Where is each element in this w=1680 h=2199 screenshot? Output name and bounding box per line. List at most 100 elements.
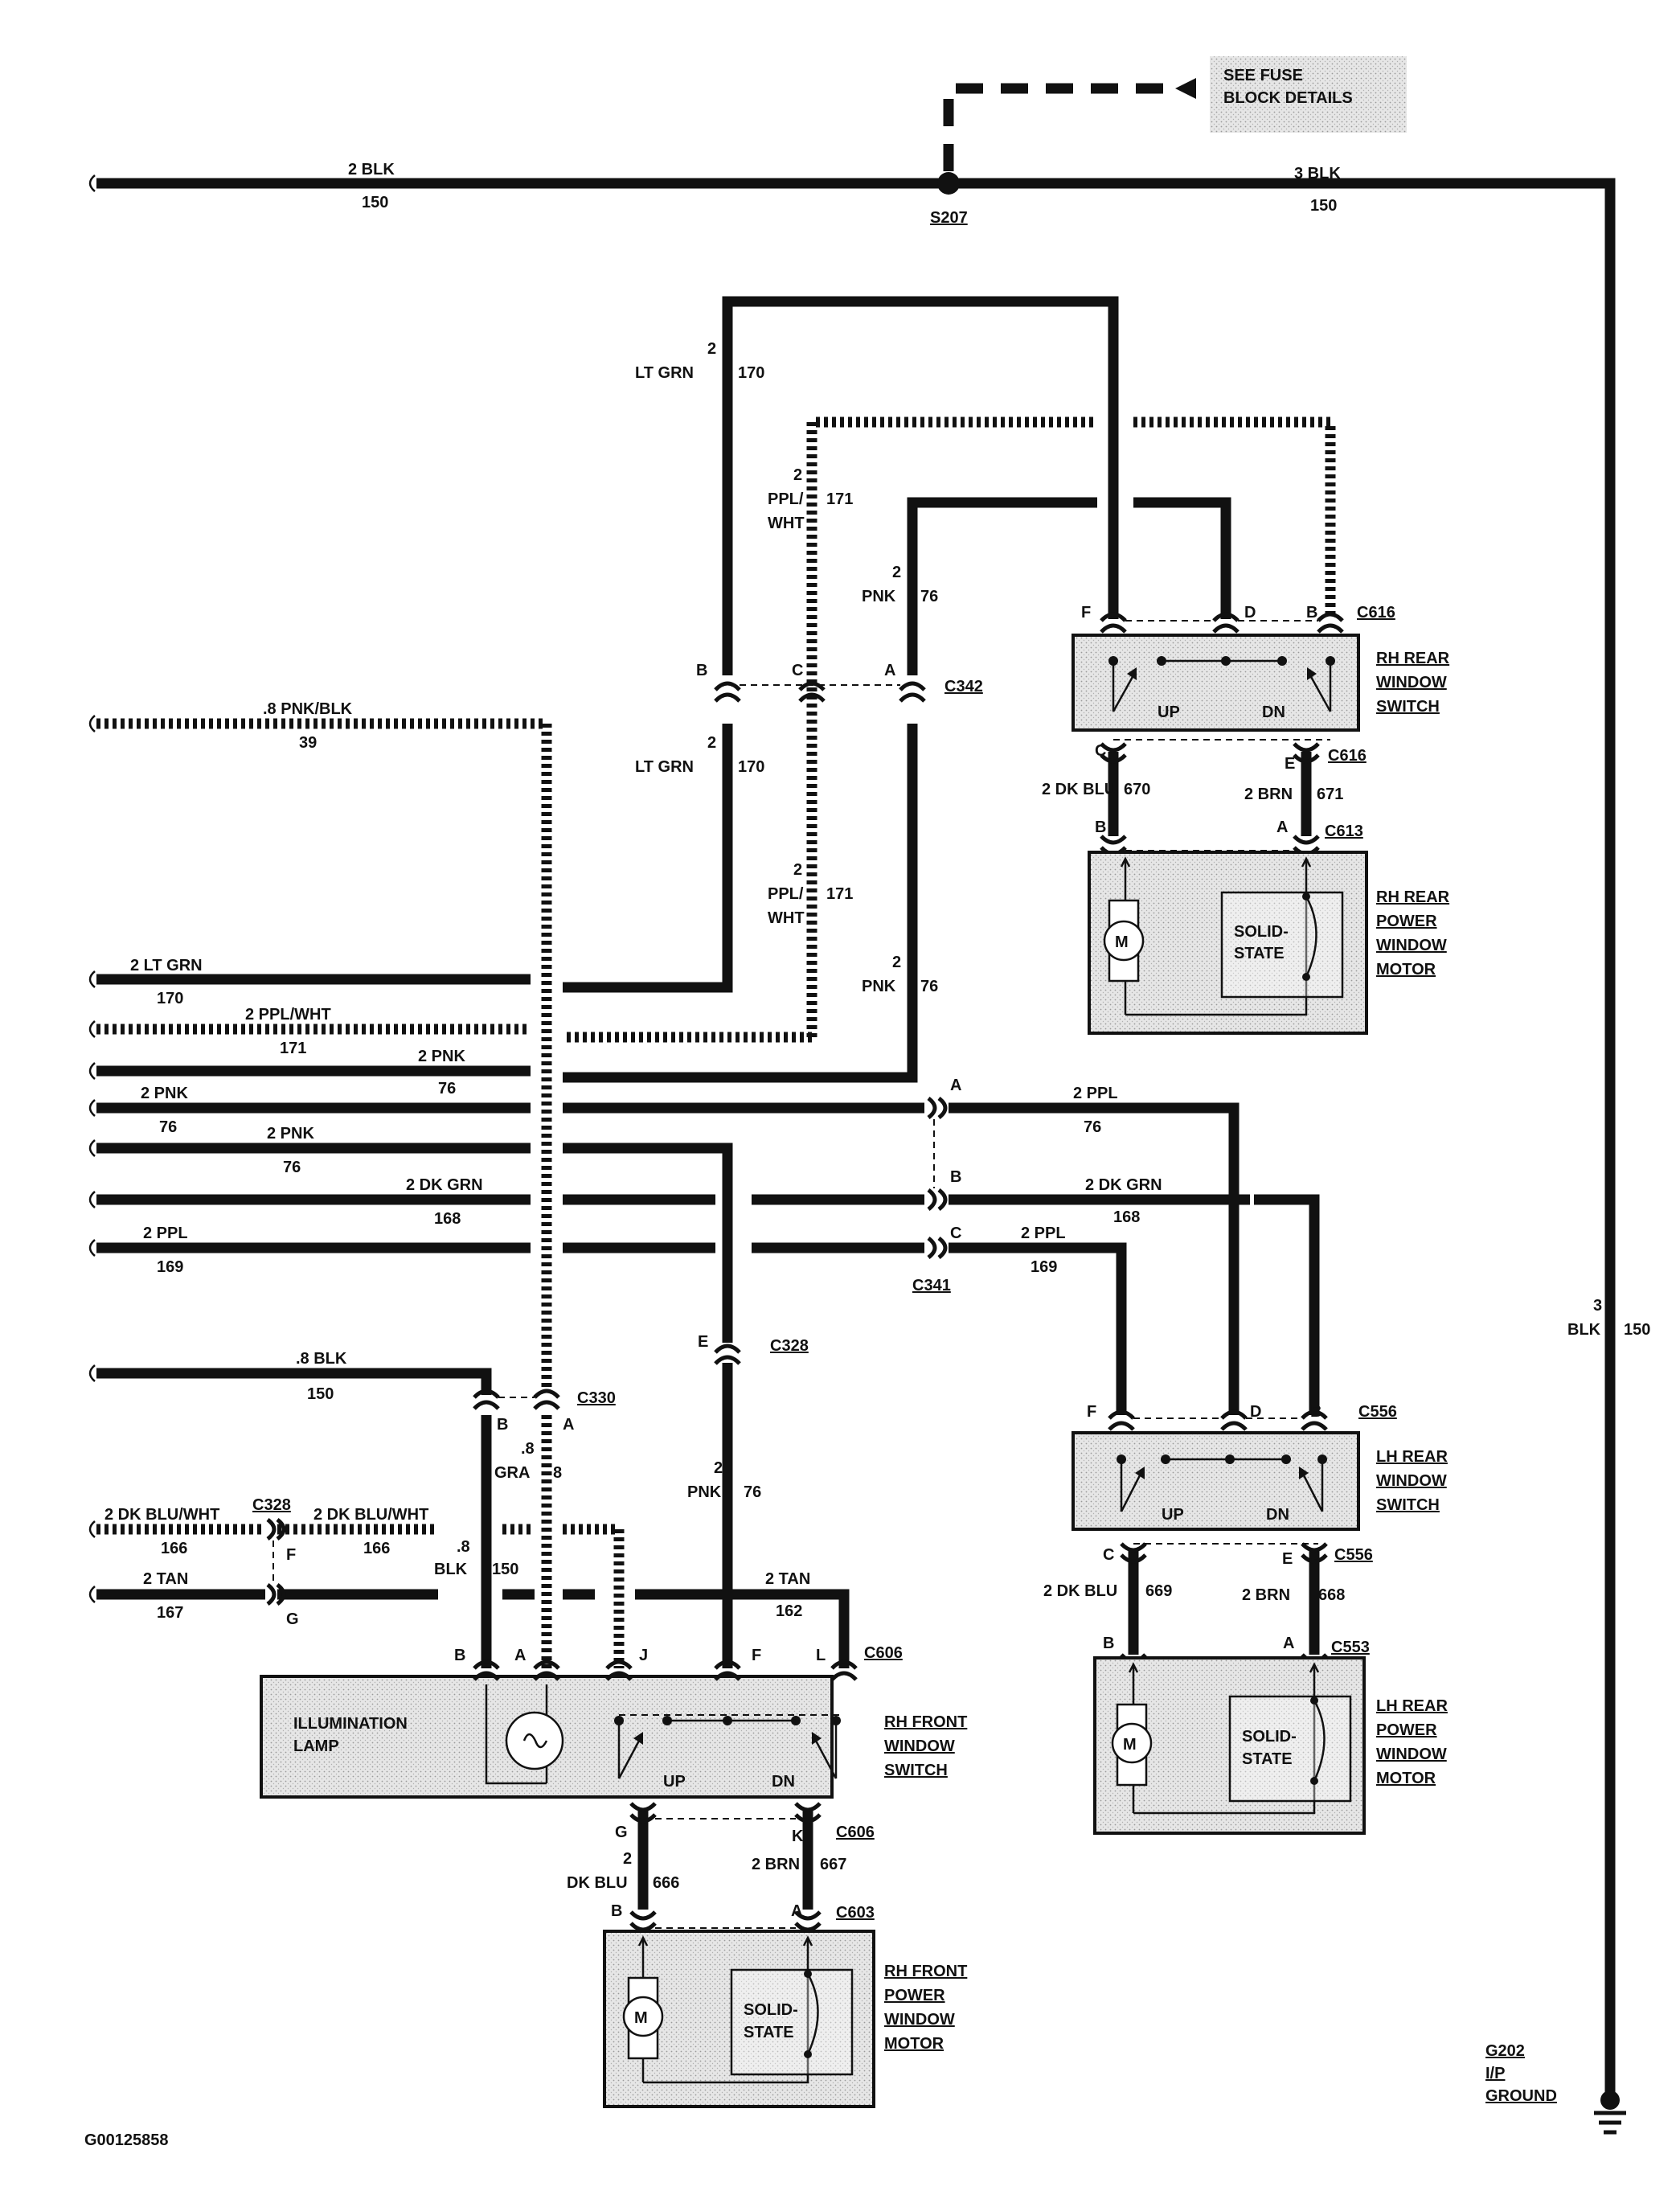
lt-grn-top-color: LT GRN: [635, 364, 694, 382]
rh-front-motor-label-2: POWER: [884, 1987, 945, 2004]
gra-color: GRA: [494, 1464, 530, 1482]
rh-rear-motor-label-3: WINDOW: [1376, 937, 1447, 954]
rh-front-wire-right-size: 2 BRN: [752, 1856, 800, 1873]
wire-blk-size: .8 BLK: [296, 1350, 347, 1368]
lh-rear-switch-label-1: LH REAR: [1376, 1448, 1448, 1466]
rh-rear-motor-pin-b: B: [1095, 818, 1106, 836]
rh-front-switch-bot-connector: C606: [836, 1824, 875, 1841]
splice-label: S207: [930, 209, 968, 227]
left-harness: [96, 718, 1320, 1668]
lh-rear-switch-up: UP: [1162, 1506, 1184, 1524]
rh-front-power-window-motor: B A C603 M SOLID- STATE: [603, 1902, 875, 2108]
lh-rear-wire-right-circuit: 668: [1318, 1586, 1345, 1604]
rh-rear-switch-pin-b: B: [1306, 604, 1317, 622]
rh-rear-switch-pin-e: E: [1285, 755, 1295, 773]
splice-s207-dot: [937, 172, 960, 195]
c341-label: C341: [912, 1277, 951, 1294]
wire-pnk-c-circuit: 76: [283, 1159, 301, 1176]
rh-rear-switch-label-2: WINDOW: [1376, 674, 1447, 691]
pnk-front-gauge: 2: [714, 1459, 723, 1477]
figure-id: G00125858: [84, 2131, 169, 2149]
rh-rear-motor-label-2: POWER: [1376, 913, 1437, 930]
top-wire-left-circuit: 150: [362, 194, 388, 211]
ground-label-3: GROUND: [1485, 2087, 1557, 2105]
rh-rear-motor-pin-a: A: [1276, 818, 1288, 836]
c341-wire-b-size: 2 DK GRN: [1085, 1176, 1162, 1194]
c341-pin-b: B: [950, 1168, 961, 1186]
ground-wire-color: BLK: [1567, 1321, 1601, 1339]
c341-wire-a-size: 2 PPL: [1073, 1085, 1118, 1102]
c328-top-label: C328: [770, 1337, 809, 1355]
lh-rear-switch-motor-wires: C E C556 2 DK BLU 669 2 BRN 668: [1043, 1542, 1373, 1675]
ground-label-1: G202: [1485, 2042, 1525, 2060]
wire-lt-grn-size: 2 LT GRN: [130, 957, 203, 974]
connector-c342: B C A C342: [696, 662, 983, 703]
rh-rear-motor-connector: C613: [1325, 823, 1363, 840]
lh-rear-motor-symbol: M: [1123, 1736, 1137, 1754]
rh-front-switch-up: UP: [663, 1773, 686, 1791]
top-wire-right-circuit: 150: [1310, 197, 1337, 215]
lh-rear-switch-pin-d: D: [1250, 1403, 1261, 1421]
wire-tan-circuit: 167: [157, 1604, 183, 1622]
wire-pnk-blk-size: .8 PNK/BLK: [263, 700, 353, 718]
top-wire-left-size: 2 BLK: [348, 161, 395, 178]
ppl-wht-bot-gauge: 2: [793, 861, 802, 879]
ground-label-2: I/P: [1485, 2065, 1505, 2082]
ppl-wht-top-gauge: 2: [793, 466, 802, 484]
c341-wire-c-circuit: 169: [1031, 1258, 1057, 1276]
wire-dk-grn-size: 2 DK GRN: [406, 1176, 483, 1194]
rh-front-wire-left-circuit: 666: [653, 1874, 679, 1892]
pnk-front-color: PNK: [687, 1483, 722, 1501]
rh-rear-switch-up: UP: [1158, 704, 1180, 721]
rh-rear-motor-symbol: M: [1115, 933, 1129, 951]
lh-rear-wire-left-size: 2 DK BLU: [1043, 1582, 1117, 1600]
lh-rear-switch-pin-b: B: [1310, 1403, 1321, 1421]
wire-pnk-b-circuit: 76: [159, 1118, 177, 1136]
pnk-bot-color: PNK: [862, 978, 896, 995]
ppl-wht-bot-color2: WHT: [768, 909, 805, 927]
tan-front-size: 2 TAN: [765, 1570, 810, 1588]
c328-left-pin-f: F: [286, 1546, 296, 1564]
wire-tan-size: 2 TAN: [143, 1570, 188, 1588]
rh-front-motor-solid-2: STATE: [744, 2024, 794, 2041]
c341-pin-c: C: [950, 1225, 961, 1242]
rh-front-switch-pin-g: G: [615, 1824, 628, 1841]
c342-label: C342: [944, 678, 983, 695]
c606-pin-b: B: [454, 1647, 465, 1664]
lt-grn-bot-color: LT GRN: [635, 758, 694, 776]
connector-c328-top: E C328: [698, 1333, 809, 1365]
wire-dk-blu-wht-left-circuit: 166: [161, 1540, 187, 1557]
c328-top-pin: E: [698, 1333, 708, 1351]
lh-rear-motor-label-2: POWER: [1376, 1721, 1437, 1739]
rh-rear-wire-left-size: 2 DK BLU: [1042, 781, 1116, 798]
rh-front-motor-symbol: M: [634, 2009, 648, 2027]
lh-rear-switch-bot-connector: C556: [1334, 1546, 1373, 1564]
connector-c341: A B C C341: [912, 1077, 961, 1294]
pnk-bot-circuit: 76: [920, 978, 938, 995]
blk-front-gauge: .8: [457, 1538, 470, 1556]
lh-rear-motor-pin-a: A: [1283, 1635, 1294, 1652]
rh-front-switch-pin-k: K: [792, 1828, 804, 1845]
c330-pin-a: A: [563, 1416, 574, 1434]
lt-grn-top-gauge: 2: [707, 340, 716, 358]
rh-rear-window-switch: F D B C616 UP DN: [1072, 604, 1395, 741]
wire-ppl-wht-circuit: 171: [280, 1040, 306, 1057]
rh-rear-switch-pin-c: C: [1095, 742, 1106, 760]
rh-rear-switch-label-3: SWITCH: [1376, 698, 1440, 716]
lh-rear-switch-label-2: WINDOW: [1376, 1472, 1447, 1490]
ppl-wht-top-circuit: 171: [826, 490, 853, 508]
wire-ppl-circuit: 169: [157, 1258, 183, 1276]
c342-pin-b: B: [696, 662, 707, 679]
lh-rear-motor-label-1: LH REAR: [1376, 1697, 1448, 1715]
rh-front-motor-connector: C603: [836, 1904, 875, 1922]
lh-rear-motor-solid-2: STATE: [1242, 1750, 1293, 1768]
rh-front-motor-label-1: RH FRONT: [884, 1963, 967, 1980]
wire-dk-blu-wht-right-size: 2 DK BLU/WHT: [313, 1506, 428, 1524]
lh-rear-switch-label-3: SWITCH: [1376, 1496, 1440, 1514]
lh-rear-switch-pin-f: F: [1087, 1403, 1096, 1421]
connector-c330: B A C330: [473, 1389, 616, 1434]
illumination-lamp-label-2: LAMP: [293, 1737, 339, 1755]
rh-rear-wire-left-circuit: 670: [1124, 781, 1150, 798]
wire-pnk-b-size: 2 PNK: [141, 1085, 188, 1102]
wire-dk-blu-wht-left-size: 2 DK BLU/WHT: [104, 1506, 219, 1524]
